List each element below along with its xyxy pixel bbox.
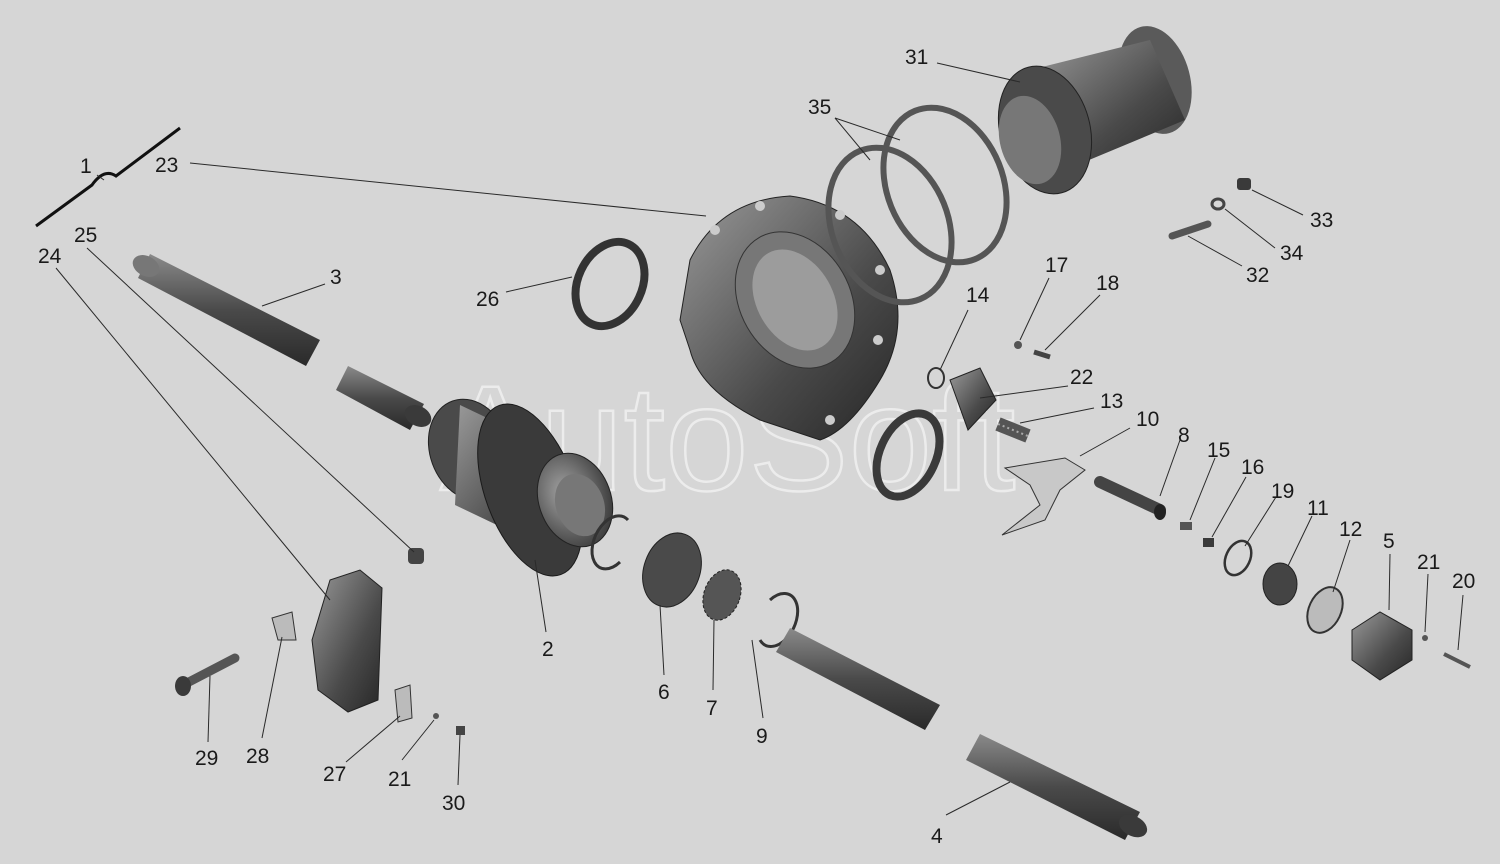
label-30: 30 <box>442 792 465 815</box>
callout-labels: 1 2 3 4 5 6 7 8 9 10 11 12 13 14 15 16 1… <box>38 46 1475 848</box>
label-34: 34 <box>1280 242 1304 265</box>
label-28: 28 <box>246 745 269 768</box>
label-32: 32 <box>1246 264 1269 287</box>
part-8-shift-shaft <box>1094 476 1166 520</box>
part-16-nut <box>1203 538 1214 547</box>
part-33-nut <box>1237 178 1251 190</box>
part-10-shift-fork <box>1001 457 1086 536</box>
part-29-bolt <box>175 653 240 696</box>
part-2-differential <box>427 398 614 577</box>
label-8: 8 <box>1178 424 1190 447</box>
part-30-screw <box>456 726 465 735</box>
part-4-lower-shaft <box>776 628 1148 840</box>
label-17: 17 <box>1045 254 1068 277</box>
part-28-lock-plate <box>271 611 297 641</box>
label-1: 1 <box>80 155 92 178</box>
label-18: 18 <box>1096 272 1119 295</box>
part-35-gasket-a <box>825 144 955 306</box>
label-2: 2 <box>542 638 554 661</box>
part-32-stud <box>1168 220 1212 240</box>
part-12-gasket <box>1306 586 1344 634</box>
part-9-circlip <box>758 592 800 648</box>
label-31: 31 <box>905 46 928 69</box>
part-26-ring <box>571 237 649 331</box>
snap-ring-housing <box>872 409 944 501</box>
part-13-spring <box>995 417 1031 443</box>
part-20-bolt <box>1443 652 1471 669</box>
circlip-left <box>590 514 630 571</box>
label-16: 16 <box>1241 456 1264 479</box>
label-35: 35 <box>808 96 831 119</box>
label-3: 3 <box>330 266 342 289</box>
label-5: 5 <box>1383 530 1395 553</box>
part-15-pin <box>1180 522 1192 530</box>
label-4: 4 <box>931 825 943 848</box>
label-24: 24 <box>38 245 62 268</box>
label-10: 10 <box>1136 408 1159 431</box>
part-31-pinion-assembly <box>997 26 1192 195</box>
label-19: 19 <box>1271 480 1294 503</box>
part-27-bracket <box>394 684 413 723</box>
part-24-bearing-cap <box>311 569 383 713</box>
part-22-cover <box>949 367 997 431</box>
part-34-washer <box>1210 197 1226 211</box>
label-11: 11 <box>1307 497 1329 520</box>
part-1-wire <box>35 126 181 228</box>
label-29: 29 <box>195 747 218 770</box>
label-12: 12 <box>1339 518 1362 541</box>
label-33: 33 <box>1310 209 1333 232</box>
part-3-upper-shaft <box>132 254 432 430</box>
label-20: 20 <box>1452 570 1475 593</box>
label-15: 15 <box>1207 439 1230 462</box>
part-11-bearing <box>1262 562 1298 606</box>
part-35-gasket-b <box>880 104 1010 266</box>
part-14-ring <box>927 367 945 389</box>
part-5-block <box>1351 611 1413 681</box>
label-26: 26 <box>476 288 499 311</box>
label-7: 7 <box>706 697 718 720</box>
part-7-gear <box>702 569 742 621</box>
part-25-nut <box>408 548 424 564</box>
leader-lines <box>55 62 1464 816</box>
part-18-bolt <box>1033 349 1051 360</box>
label-9: 9 <box>756 725 768 748</box>
label-14: 14 <box>966 284 990 307</box>
label-23: 23 <box>155 154 178 177</box>
label-21-right: 21 <box>1417 551 1440 574</box>
label-13: 13 <box>1100 390 1123 413</box>
label-6: 6 <box>658 681 670 704</box>
label-25: 25 <box>74 224 97 247</box>
label-27: 27 <box>323 763 346 786</box>
part-17-ball <box>1014 341 1022 349</box>
part-21-washer-left <box>433 713 439 719</box>
part-19-ring <box>1223 539 1253 577</box>
label-21-left: 21 <box>388 768 411 791</box>
label-22: 22 <box>1070 366 1093 389</box>
part-21-washer-right <box>1422 635 1428 641</box>
part-23-housing <box>679 195 899 441</box>
part-6-bearing <box>642 532 702 608</box>
